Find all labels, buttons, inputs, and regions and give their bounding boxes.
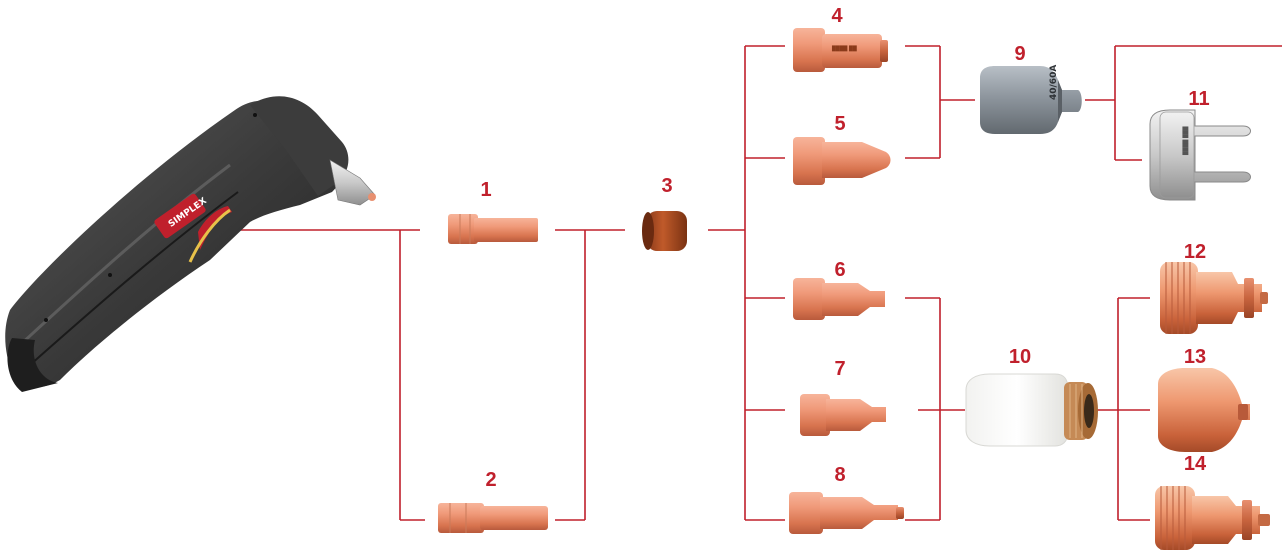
part-number-9: 9 bbox=[1014, 43, 1025, 65]
part-number-3: 3 bbox=[661, 175, 672, 197]
nozzle-5 bbox=[793, 137, 891, 185]
gray-retaining-cap-icon: 40/60A bbox=[980, 65, 1082, 134]
part-number-5: 5 bbox=[834, 113, 845, 135]
part-number-8: 8 bbox=[834, 464, 845, 486]
electrode-1 bbox=[448, 214, 538, 244]
swirl-ring-3 bbox=[642, 211, 687, 251]
electrode-2 bbox=[438, 503, 548, 533]
part-number-12: 12 bbox=[1184, 241, 1206, 263]
cap-9-marking: 40/60A bbox=[1049, 65, 1059, 100]
part-number-6: 6 bbox=[834, 259, 845, 281]
shield-13 bbox=[1158, 368, 1250, 452]
part-number-1: 1 bbox=[480, 179, 491, 201]
part-number-11: 11 bbox=[1188, 88, 1209, 110]
part-number-4: 4 bbox=[831, 5, 843, 27]
connector-lines bbox=[240, 45, 1282, 521]
part-number-2: 2 bbox=[485, 469, 496, 491]
part-numbers: 1 2 3 4 5 6 7 8 9 10 11 12 13 14 bbox=[480, 5, 1209, 491]
part-number-14: 14 bbox=[1184, 453, 1207, 475]
metal-drag-deflector-icon: ████ ███ bbox=[1149, 109, 1251, 201]
nozzle-7 bbox=[800, 394, 886, 436]
nozzle-8 bbox=[789, 492, 904, 534]
plasma-torch-icon: SIMPLEX bbox=[5, 96, 376, 392]
nozzle-4: ████ ██ bbox=[793, 28, 888, 72]
svg-text:████ ██: ████ ██ bbox=[831, 45, 857, 52]
shield-14 bbox=[1155, 486, 1270, 550]
part-number-10: 10 bbox=[1009, 346, 1031, 368]
part-number-7: 7 bbox=[834, 358, 845, 380]
shield-12 bbox=[1160, 262, 1268, 334]
white-ceramic-ring-icon bbox=[965, 373, 1098, 447]
svg-text:████ ███: ████ ███ bbox=[1182, 126, 1189, 156]
nozzle-6 bbox=[793, 278, 885, 320]
part-number-13: 13 bbox=[1184, 346, 1206, 368]
